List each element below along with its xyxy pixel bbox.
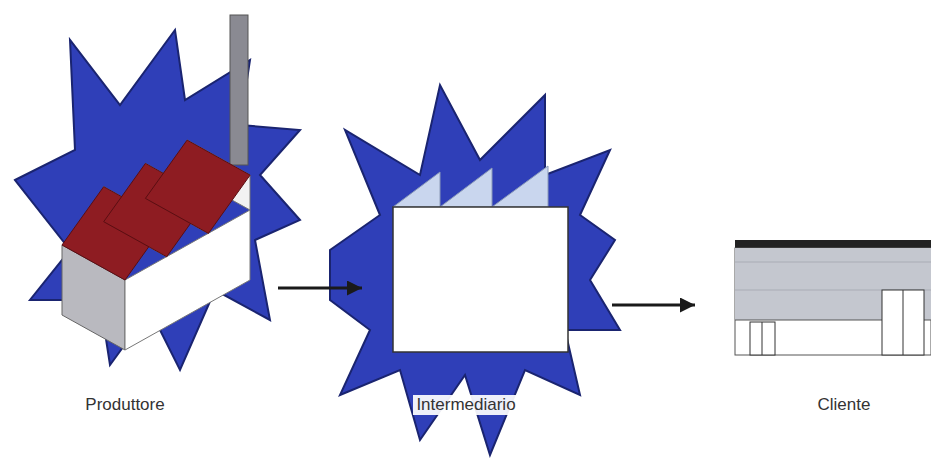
illustrated-node: Intermediario <box>362 85 612 460</box>
facade-line <box>735 262 931 263</box>
gate-divider <box>903 290 904 355</box>
illustrated-node: Produttore <box>20 25 278 425</box>
roof-tooth <box>145 140 250 233</box>
node-label: Intermediario <box>413 395 518 415</box>
flow-arrow <box>612 304 695 307</box>
store-illustration <box>735 240 931 355</box>
factory-illustration <box>15 15 300 370</box>
store-roof <box>735 240 931 248</box>
chimney <box>230 15 248 165</box>
store-wall <box>735 248 931 355</box>
roof-tooth <box>440 168 492 207</box>
roof-tooth <box>492 166 548 207</box>
illustrated-node: Cliente <box>695 238 931 423</box>
star-burst <box>330 85 620 455</box>
flow-arrow <box>278 287 362 290</box>
store-door <box>750 322 775 355</box>
roof-tooth <box>393 172 440 207</box>
node-label: Cliente <box>815 395 874 415</box>
warehouse-illustration <box>330 85 620 455</box>
store-gate <box>882 290 924 355</box>
door-divider <box>762 322 763 355</box>
warehouse-box <box>393 207 568 352</box>
node-label: Produttore <box>82 395 167 415</box>
star-burst <box>15 30 300 370</box>
